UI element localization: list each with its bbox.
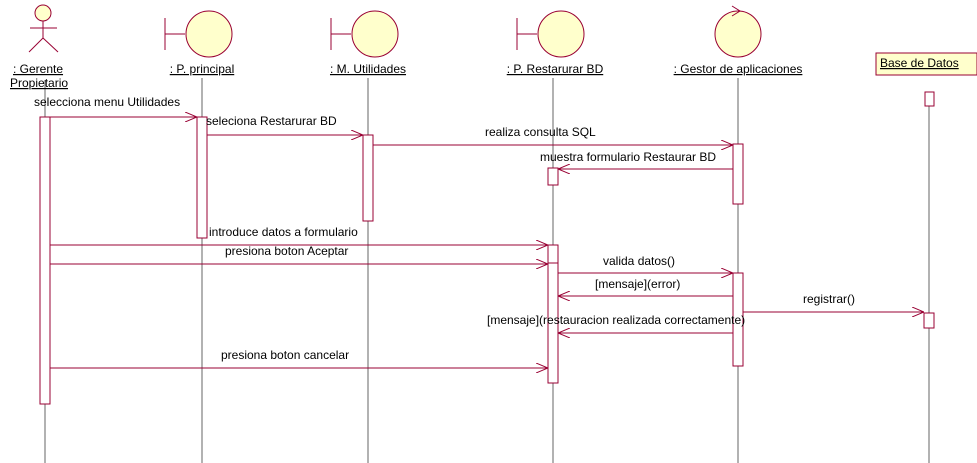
boundary-utilidades [330, 10, 399, 58]
boundary-circle-icon [185, 10, 233, 58]
message-label-7: valida datos() [603, 254, 675, 268]
message-label-5: introduce datos a formulario [209, 225, 358, 239]
boundary-restaurar [516, 10, 585, 58]
entity-box [875, 52, 977, 76]
activation-gerente [39, 116, 51, 405]
message-label-6: presiona boton Aceptar [225, 244, 348, 258]
participant-label-gestor: : Gestor de aplicaciones [674, 62, 803, 76]
message-label-3: realiza consulta SQL [485, 125, 596, 139]
activation-restaurar-2 [547, 244, 559, 264]
participant-labels: : Gerente Propietario : P. principal : M… [10, 56, 959, 90]
activations [39, 91, 935, 405]
boundary-principal [164, 10, 233, 58]
message-label-8: [mensaje](error) [595, 277, 680, 291]
messages [50, 117, 924, 368]
boundary-circle-icon [537, 10, 585, 58]
control-circle-icon [714, 10, 762, 58]
participant-label-gerente-2: Propietario [10, 76, 68, 90]
message-label-10: [mensaje](restauracion realizada correct… [487, 313, 745, 327]
message-label-9: registrar() [803, 292, 855, 306]
activation-bd-header [924, 91, 935, 107]
participant-label-gerente-1: : Gerente [13, 62, 63, 76]
message-labels: selecciona menu Utilidades seleciona Res… [34, 95, 855, 362]
activation-bd [923, 312, 935, 329]
activation-principal [196, 116, 208, 239]
activation-utilidades [362, 134, 374, 222]
actor-right-leg [42, 37, 59, 53]
participant-label-principal: : P. principal [170, 62, 234, 76]
message-label-11: presiona boton cancelar [221, 348, 349, 362]
activation-gestor-2 [732, 272, 744, 367]
participant-label-restaurar: : P. Restarurar BD [507, 62, 604, 76]
actor-gerente [28, 4, 59, 53]
activation-restaurar-1 [547, 167, 559, 186]
actor-head-icon [34, 4, 52, 22]
entity-box-bd [875, 52, 977, 76]
activation-restaurar-3 [547, 262, 559, 384]
message-label-2: seleciona Restarurar BD [206, 114, 337, 128]
actor-left-leg [28, 37, 44, 53]
message-label-4: muestra formulario Restaurar BD [540, 150, 716, 164]
control-arrow-icon [731, 5, 741, 17]
boundary-circle-icon [351, 10, 399, 58]
activation-gestor-1 [732, 143, 744, 205]
participant-label-bd: Base de Datos [880, 56, 959, 70]
participant-label-utilidades: : M. Utilidades [330, 62, 406, 76]
control-gestor [714, 5, 762, 58]
message-label-1: selecciona menu Utilidades [34, 95, 180, 109]
